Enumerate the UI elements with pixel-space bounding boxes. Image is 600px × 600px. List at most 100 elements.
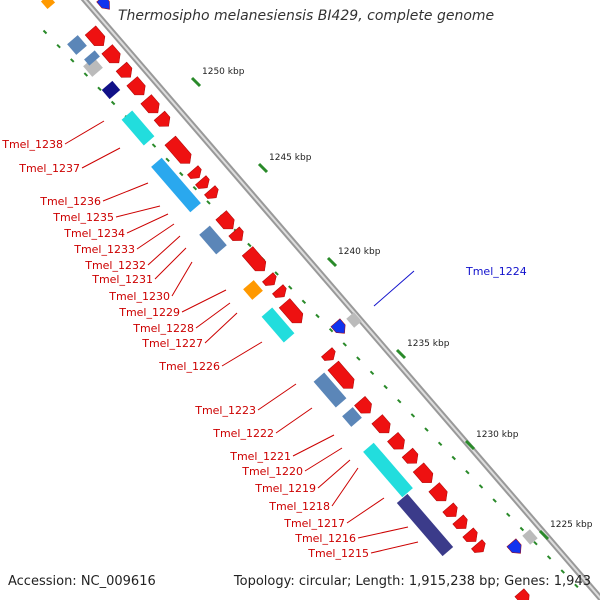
scale-tick — [574, 583, 579, 589]
cds-forward — [442, 502, 458, 517]
leader-line — [102, 182, 149, 202]
leader-line — [304, 447, 343, 472]
scale-tick — [383, 384, 388, 390]
cds-reverse — [506, 538, 522, 554]
gene-label[interactable]: Tmel_1219 — [254, 482, 316, 495]
leader-line — [81, 147, 121, 169]
cds-forward — [140, 94, 160, 114]
cds-inner — [243, 280, 263, 300]
scale-major-tick — [257, 162, 269, 174]
leader-line — [292, 434, 335, 457]
gene-label[interactable]: Tmel_1228 — [132, 322, 194, 335]
cds-inner — [84, 50, 100, 66]
gene-label[interactable]: Tmel_1215 — [307, 547, 369, 560]
cds-forward — [115, 61, 133, 78]
leader-line — [171, 261, 193, 297]
genome-backbone-inner — [83, 0, 600, 600]
cds-inner — [313, 372, 347, 408]
gene-label[interactable]: Tmel_1226 — [158, 360, 220, 373]
scale-label: 1230 kbp — [476, 430, 519, 440]
gene-label[interactable]: Tmel_1222 — [212, 427, 274, 440]
scale-tick — [560, 569, 565, 574]
scale-tick — [274, 271, 279, 276]
cds-reverse — [96, 0, 110, 10]
scale-tick — [151, 143, 157, 148]
scale-tick — [83, 72, 89, 77]
scale-tick — [70, 58, 75, 63]
gene-label[interactable]: Tmel_1220 — [241, 465, 303, 478]
cds-forward — [215, 210, 235, 230]
gene-label[interactable]: Tmel_1217 — [283, 517, 345, 530]
gene-label[interactable]: Tmel_1224 — [465, 265, 527, 278]
gene-label[interactable]: Tmel_1221 — [229, 450, 291, 463]
cds-forward — [327, 360, 355, 389]
leader-line — [181, 289, 227, 313]
cds-forward — [153, 110, 171, 127]
scale-tick — [437, 441, 443, 447]
scale-tick — [506, 512, 511, 518]
cds-forward — [354, 396, 372, 414]
cds-forward — [321, 347, 336, 361]
scale-tick — [546, 555, 552, 560]
scale-tick — [42, 29, 48, 35]
gene-label[interactable]: Tmel_1232 — [84, 259, 146, 272]
scale-tick — [397, 398, 402, 404]
gene-label[interactable]: Tmel_1234 — [63, 227, 125, 240]
leader-line — [147, 235, 181, 266]
scale-tick — [356, 356, 361, 361]
scale-major-tick — [464, 439, 476, 451]
gene-label[interactable]: Tmel_1235 — [52, 211, 114, 224]
gene-label[interactable]: Tmel_1237 — [18, 162, 80, 175]
gene-label[interactable]: Tmel_1233 — [73, 243, 135, 256]
scale-ticks — [42, 29, 579, 589]
cds-forward — [126, 76, 146, 96]
scale-tick — [478, 484, 484, 489]
gene-label[interactable]: Tmel_1236 — [39, 195, 101, 208]
cds-inner — [151, 157, 201, 213]
genome-title: Thermosipho melanesiensis BI429, complet… — [118, 8, 495, 24]
leader-line — [275, 407, 313, 434]
gene-label[interactable]: Tmel_1216 — [294, 532, 356, 545]
gene-label[interactable]: Tmel_1227 — [141, 337, 203, 350]
scale-tick — [165, 157, 170, 163]
gene-label[interactable]: Tmel_1230 — [108, 290, 170, 303]
cds-reverse — [522, 529, 538, 545]
scale-tick — [315, 313, 320, 319]
leader-line — [195, 302, 231, 329]
features — [40, 0, 538, 600]
gene-label[interactable]: Tmel_1229 — [118, 306, 180, 319]
cds-forward — [195, 175, 210, 189]
genome-summary: Topology: circular; Length: 1,915,238 bp… — [233, 574, 591, 589]
gene-label[interactable]: Tmel_1218 — [268, 500, 330, 513]
cds-inner — [342, 407, 362, 427]
accession-text: Accession: NC_009616 — [8, 574, 156, 589]
scale-major-tick — [395, 348, 407, 360]
scale-tick — [410, 413, 416, 418]
gene-label[interactable]: Tmel_1231 — [91, 273, 153, 286]
leader-line — [154, 247, 187, 280]
scale-tick — [206, 200, 211, 205]
scale-tick — [110, 100, 116, 106]
leader-line — [115, 205, 161, 218]
gene-label[interactable]: Tmel_1238 — [1, 138, 63, 151]
gene-label[interactable]: Tmel_1223 — [194, 404, 256, 417]
cds-inner — [261, 307, 295, 343]
scale-tick — [56, 43, 61, 49]
cds-inner — [67, 35, 87, 55]
leader-line — [204, 312, 238, 344]
scale-tick — [328, 327, 334, 333]
leader-lines — [64, 120, 419, 554]
leader-line — [257, 383, 297, 411]
scale-tick — [465, 469, 470, 475]
scale-tick — [519, 526, 525, 532]
cds-forward — [204, 185, 219, 199]
scale-label: 1245 kbp — [269, 153, 312, 163]
cds-forward — [371, 414, 391, 434]
cds-forward — [84, 25, 106, 46]
scale-major-tick — [538, 529, 550, 541]
cds-forward — [462, 527, 478, 542]
cds-inner — [40, 0, 56, 10]
cds-forward — [228, 226, 244, 241]
scale-tick — [301, 299, 307, 305]
leader-line — [373, 270, 415, 307]
